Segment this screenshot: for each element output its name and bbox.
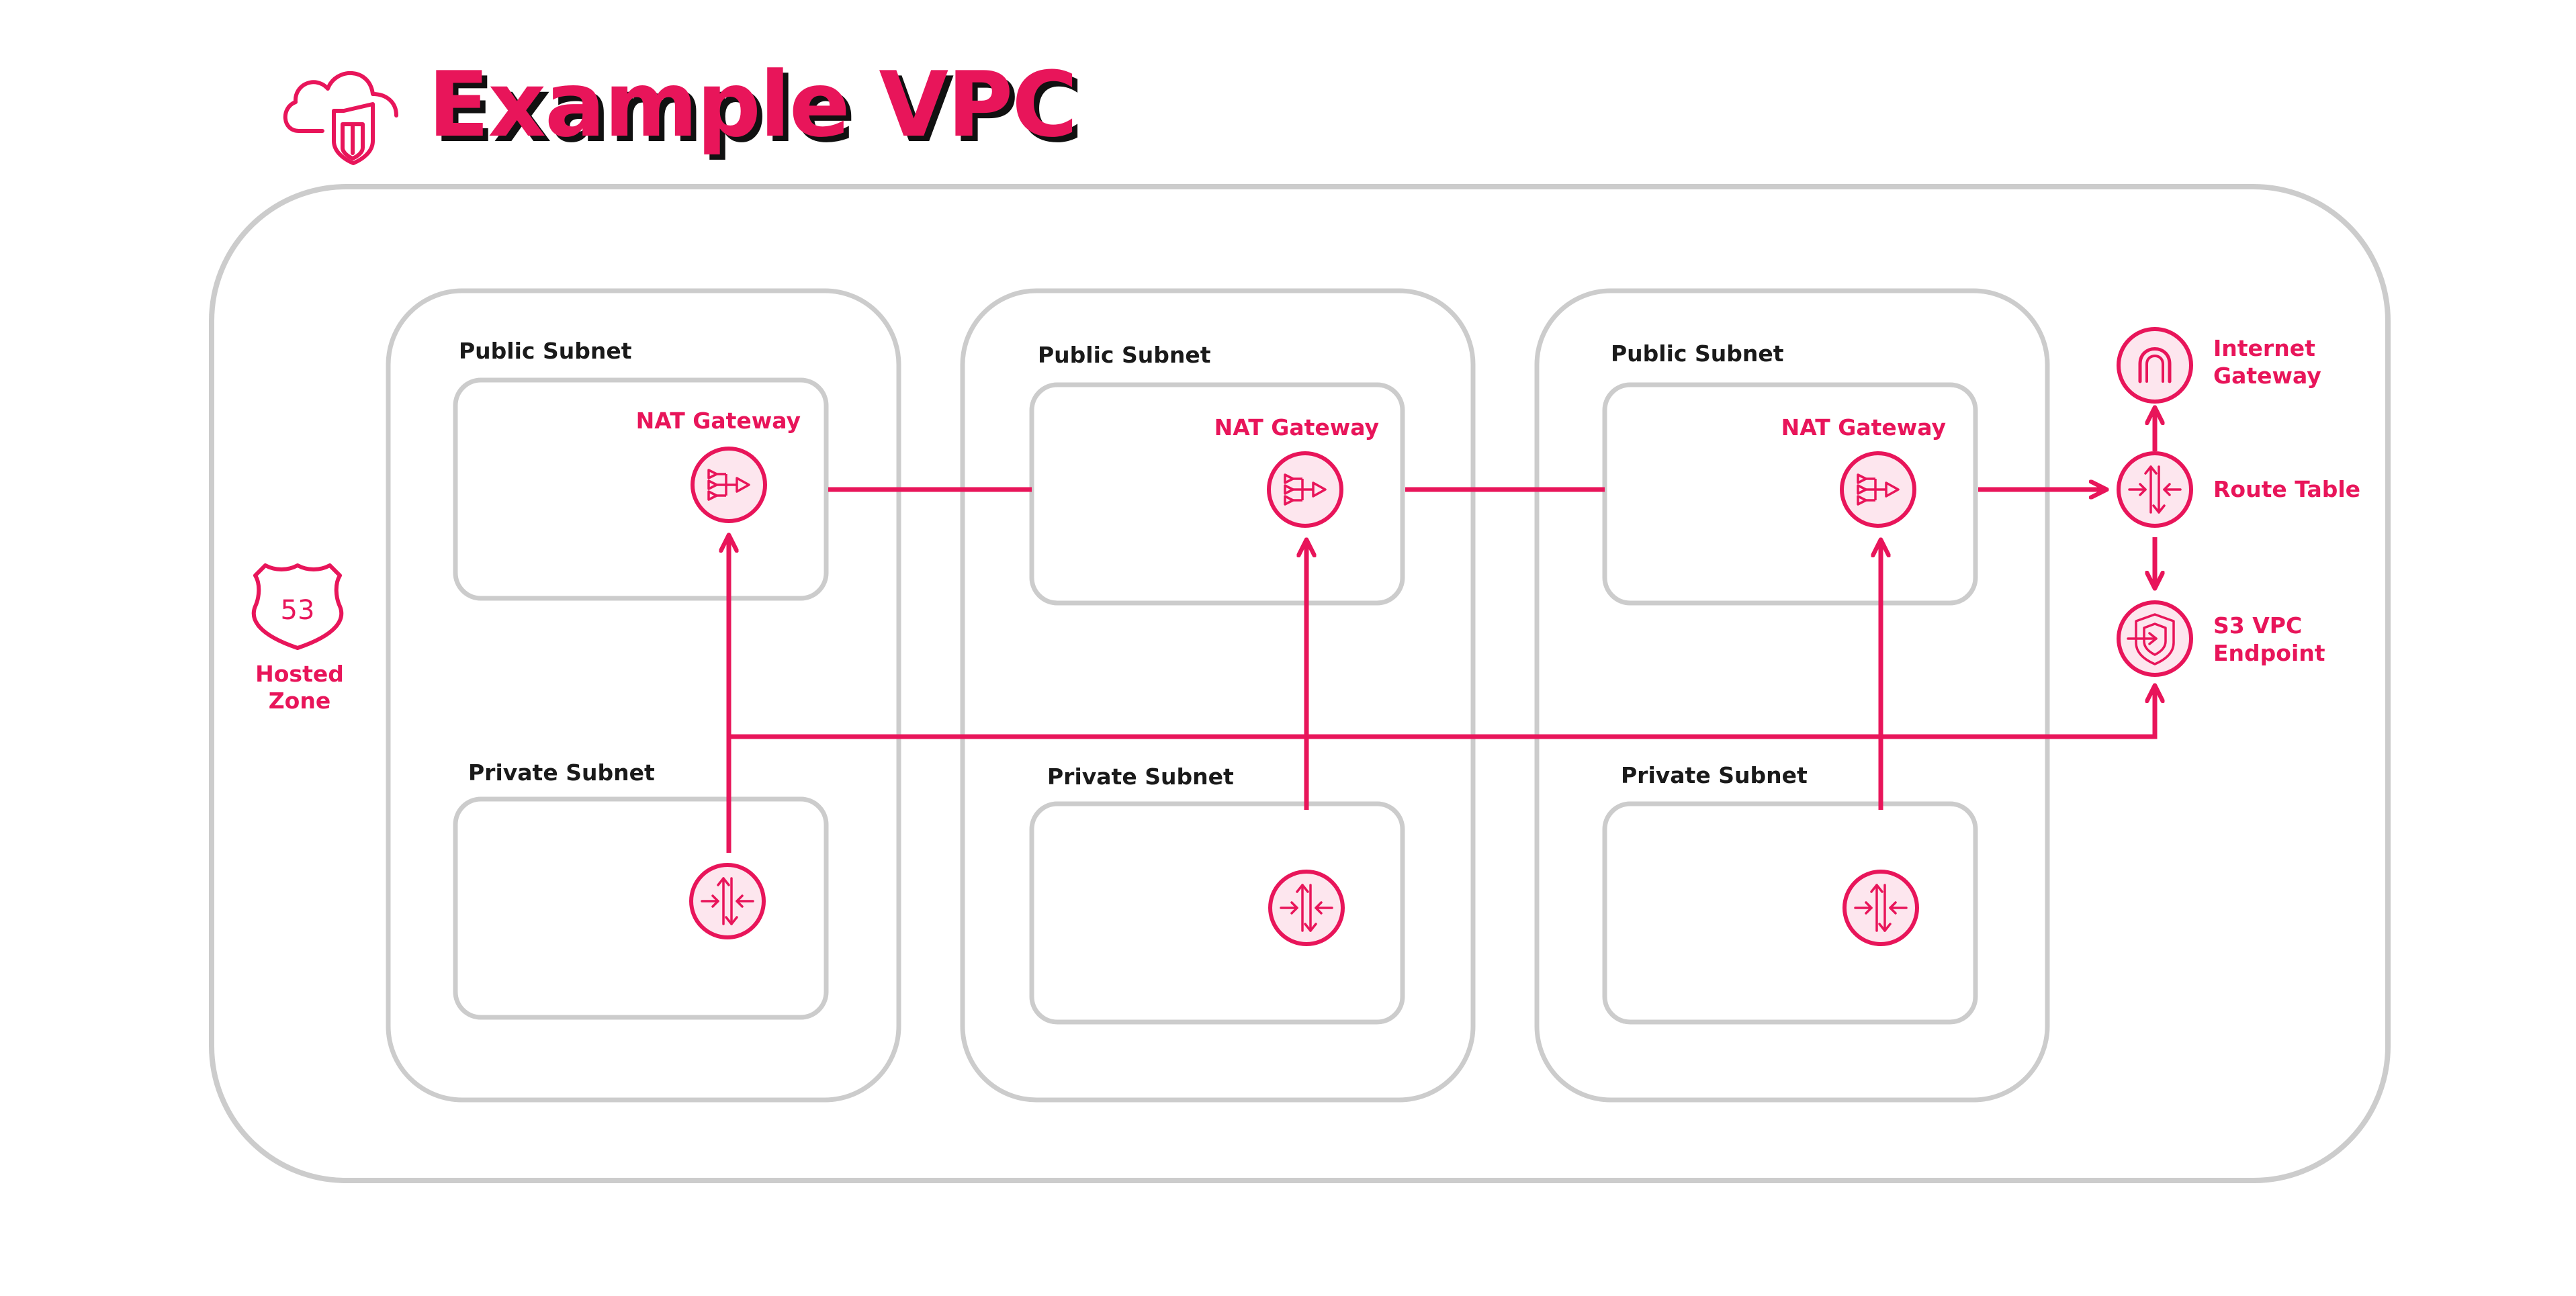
private-subnet-box xyxy=(1029,801,1405,1025)
s3-endpoint-label-line2: Endpoint xyxy=(2213,640,2325,666)
hosted-zone-label-line2: Zone xyxy=(269,688,330,714)
hosted-zone-badge: 53 xyxy=(281,595,315,626)
router-icon xyxy=(689,863,766,939)
public-subnet-box xyxy=(1602,382,1978,606)
internet-gateway-label-line2: Gateway xyxy=(2213,363,2321,389)
router-icon xyxy=(1268,870,1345,946)
nat-gateway-icon xyxy=(691,447,767,523)
public-subnet-label: Public Subnet xyxy=(459,338,632,364)
internet-gateway-icon xyxy=(2117,327,2193,404)
private-subnet-box xyxy=(453,796,829,1020)
vpc-container xyxy=(209,184,2391,1183)
page-title-shadow: Example VPC xyxy=(433,58,1082,163)
private-subnet-box xyxy=(1602,801,1978,1025)
nat-gateway-label: NAT Gateway xyxy=(1781,414,1946,441)
hosted-zone: 53 Hosted Zone xyxy=(251,563,344,714)
private-to-s3-endpoint-arrow xyxy=(729,686,2155,739)
private-subnet-label: Private Subnet xyxy=(468,759,655,786)
availability-zone-3 xyxy=(1534,288,2050,1103)
s3-endpoint-label-line1: S3 VPC xyxy=(2213,612,2302,639)
route-table: Route Table xyxy=(2117,451,2360,528)
router-icon xyxy=(1842,870,1919,946)
nat-gateway-icon xyxy=(1267,451,1343,528)
availability-zone-1 xyxy=(386,288,901,1103)
s3-endpoint-icon xyxy=(2117,600,2193,677)
availability-zone-2 xyxy=(960,288,1476,1103)
public-subnet-label: Public Subnet xyxy=(1038,342,1211,368)
public-subnet-box xyxy=(453,377,829,601)
public-subnet-box xyxy=(1029,382,1405,606)
nat-gateway-label: NAT Gateway xyxy=(636,408,801,434)
connectors xyxy=(729,408,2155,853)
private-subnet-label: Private Subnet xyxy=(1621,762,1808,788)
page-title: Example VPC Example VPC xyxy=(428,52,1083,163)
subnet-column-1: Public Subnet NAT Gateway Private Subnet xyxy=(386,288,901,1103)
nat-gateway-label: NAT Gateway xyxy=(1214,414,1379,441)
public-subnet-label: Public Subnet xyxy=(1611,340,1784,367)
route-table-icon xyxy=(2117,451,2193,528)
page-title-text: Example VPC xyxy=(428,52,1077,157)
s3-vpc-endpoint: S3 VPC Endpoint xyxy=(2117,600,2325,677)
route53-shield-icon xyxy=(251,563,344,650)
route-table-label: Route Table xyxy=(2213,476,2360,502)
nat-gateway-icon xyxy=(1840,451,1916,528)
private-subnet-label: Private Subnet xyxy=(1047,763,1234,790)
cloud-shield-icon xyxy=(283,71,398,165)
subnet-column-3: Public Subnet NAT Gateway Private Subnet xyxy=(1534,288,2050,1103)
subnet-column-2: Public Subnet NAT Gateway Private Subnet xyxy=(960,288,1476,1103)
internet-gateway: Internet Gateway xyxy=(2117,327,2321,404)
hosted-zone-label-line1: Hosted xyxy=(255,661,344,687)
internet-gateway-label-line1: Internet xyxy=(2213,335,2315,361)
